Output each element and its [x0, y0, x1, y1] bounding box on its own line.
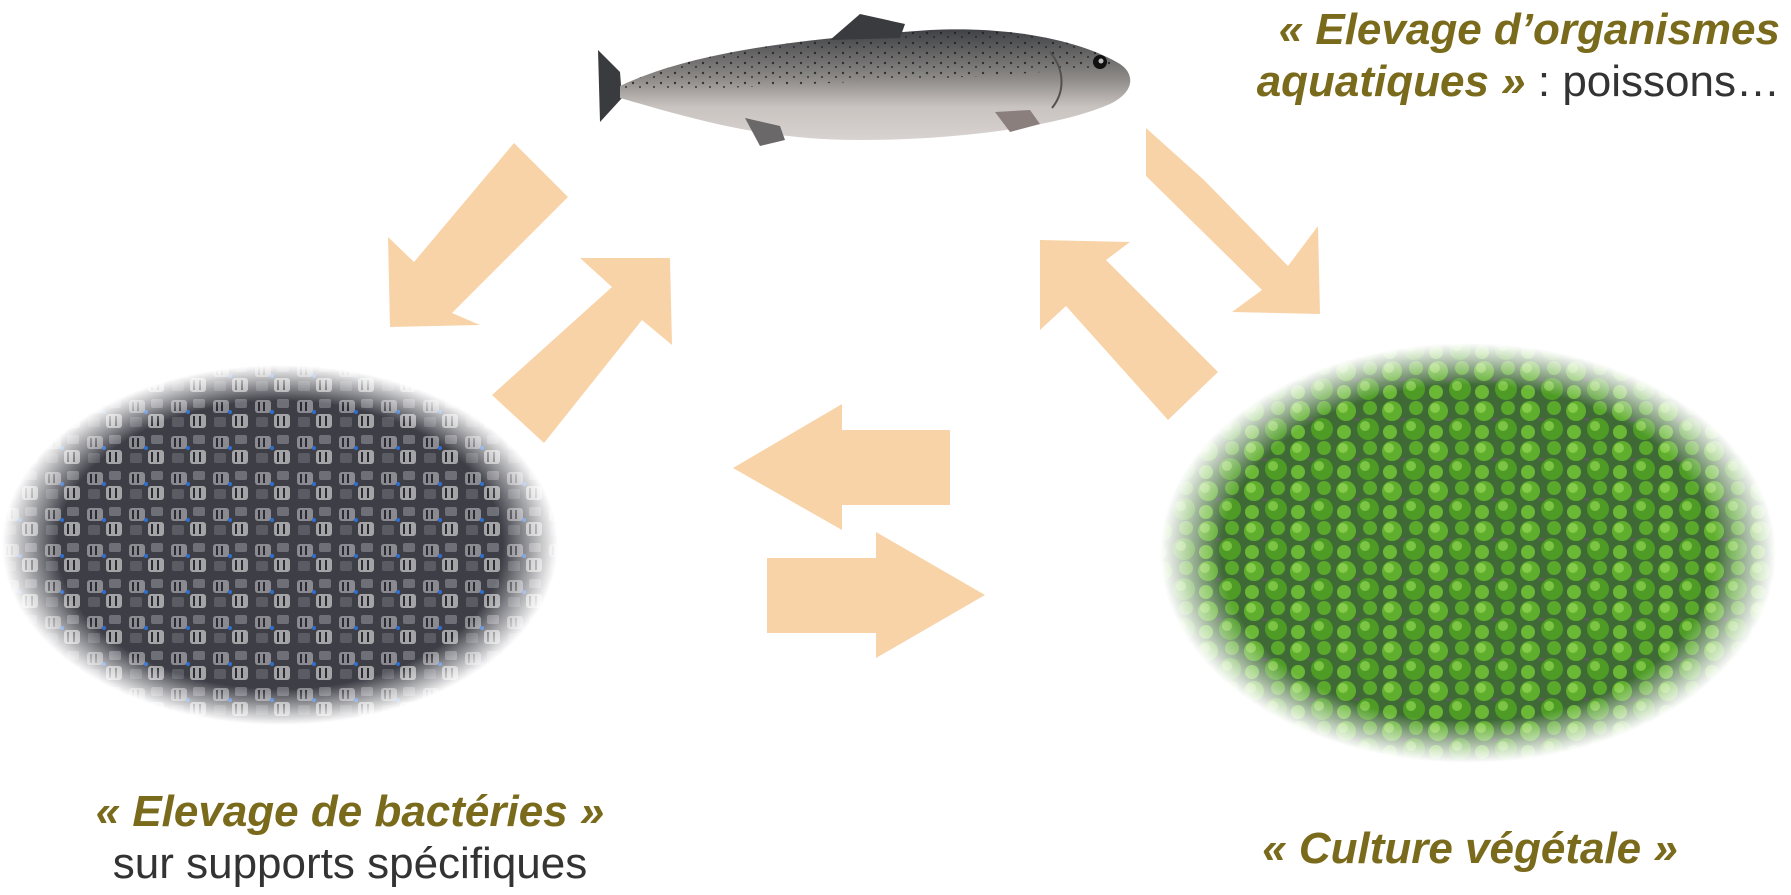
trout-fish-image	[598, 14, 1130, 146]
arrow-fish-to-bacteria	[388, 143, 568, 327]
fish-label-title-line2: aquatiques »	[1257, 57, 1526, 106]
arrow-bacteria-to-fish	[492, 258, 672, 443]
fish-label: « Elevage d’organismes aquatiques » : po…	[1200, 4, 1780, 108]
plants-label: « Culture végétale »	[1190, 823, 1750, 875]
arrow-bacteria-to-plants	[767, 532, 985, 658]
bacteria-label: « Elevage de bactéries » sur supports sp…	[40, 786, 660, 890]
bacteria-label-subtitle: sur supports spécifiques	[40, 838, 660, 890]
lettuce-crop-image	[1160, 343, 1776, 763]
bacteria-label-title: « Elevage de bactéries »	[40, 786, 660, 838]
fish-label-line2: aquatiques » : poissons…	[1200, 56, 1780, 108]
arrow-fish-to-plants	[1146, 128, 1320, 314]
fish-label-suffix: : poissons…	[1526, 57, 1780, 106]
fish-label-title-line1: « Elevage d’organismes	[1200, 4, 1780, 56]
arrow-plants-to-bacteria	[733, 404, 950, 530]
plants-label-title: « Culture végétale »	[1190, 823, 1750, 875]
arrow-plants-to-fish	[1040, 240, 1218, 420]
biofilter-media-image	[2, 365, 558, 725]
